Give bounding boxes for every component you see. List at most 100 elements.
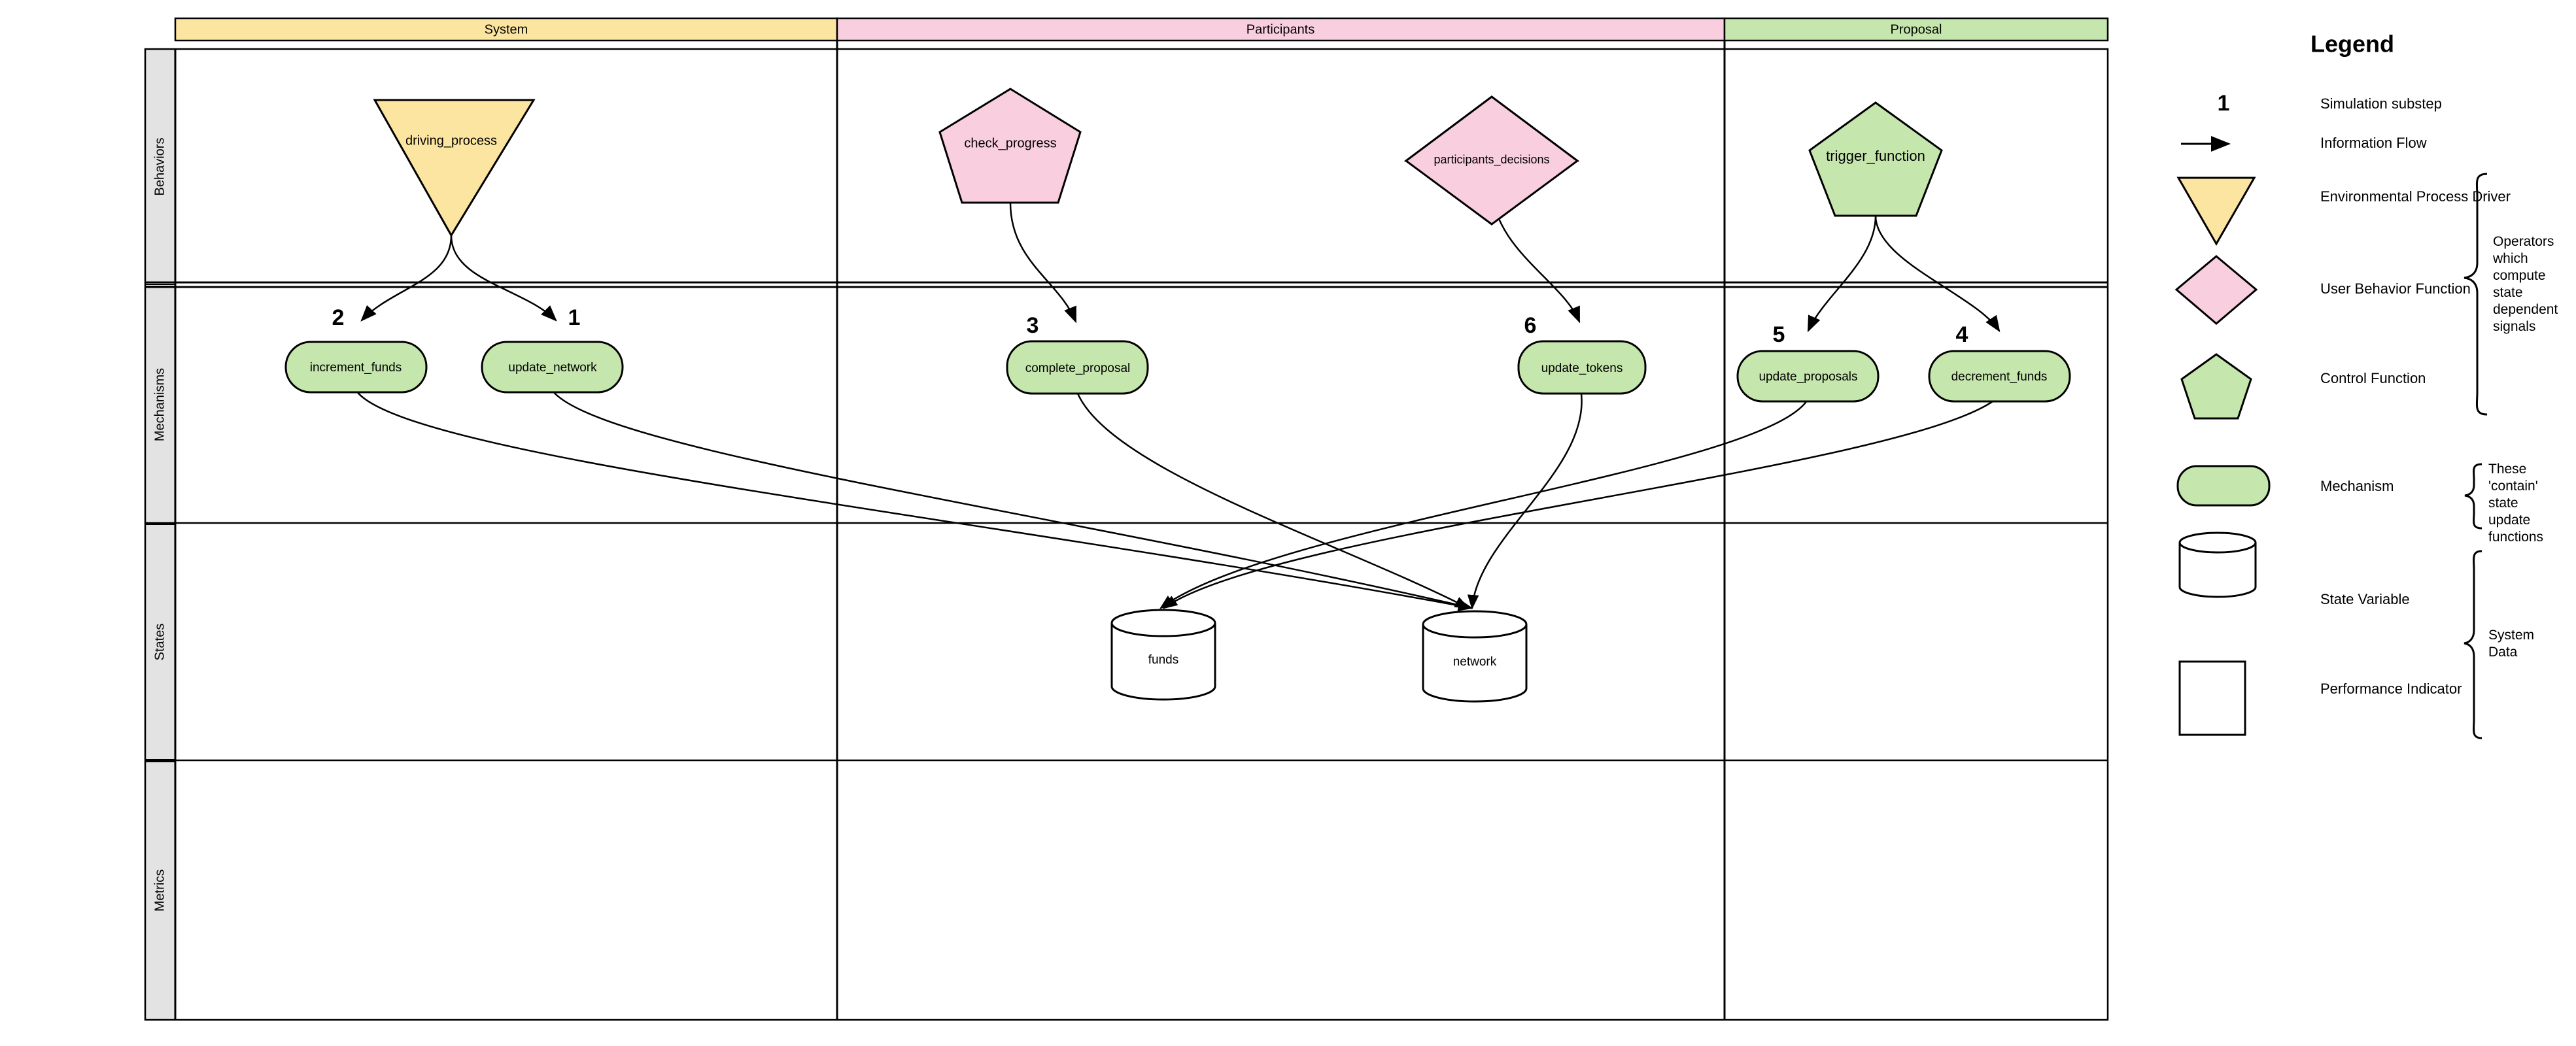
legend-item-mechanism-label: Mechanism: [2320, 478, 2394, 494]
cylinder-top-icon: [1422, 610, 1528, 639]
cylinder-icon: [2178, 543, 2257, 598]
legend-item-user-behavior-function-label: User Behavior Function: [2320, 280, 2471, 297]
row-header-states-label: States: [152, 624, 167, 661]
svg-text:Operators: Operators: [2493, 234, 2554, 249]
column-header-participants: [836, 17, 1726, 42]
pentagon-icon: [1808, 101, 1943, 217]
row-headers: Behaviors Mechanisms States Metrics: [145, 48, 176, 1021]
legend-item-environmental-process-driver-label: Environmental Process Driver: [2320, 188, 2511, 205]
legend-brace-mechanisms: [2464, 463, 2482, 530]
edge-check-progress-to-complete-proposal: [1009, 202, 1077, 324]
legend-item-mechanism: Mechanism: [2176, 465, 2394, 507]
grid: [144, 41, 2109, 1021]
step-number-decrement-funds: 4: [1956, 322, 1968, 347]
diamond-icon-shape: [1404, 95, 1579, 226]
legend-item-control-function-label: Control Function: [2320, 370, 2426, 386]
legend-item-simulation-substep: 1 Simulation substep: [2218, 91, 2442, 116]
legend-brace-mechanisms-text: These 'contain' state update functions: [2488, 462, 2543, 545]
state-node-funds[interactable]: funds: [1110, 609, 1216, 701]
mechanism-node-decrement-funds[interactable]: decrement_funds 4: [1928, 322, 2071, 403]
cylinder-icon: [1110, 623, 1216, 701]
legend-item-user-behavior-function: User Behavior Function: [2174, 255, 2471, 325]
column-header-proposal: [1723, 17, 2109, 42]
edge-complete-proposal-to-network: [1076, 393, 1470, 609]
svg-text:signals: signals: [2493, 319, 2535, 334]
legend-brace-operators-text: Operators which compute state dependent …: [2492, 234, 2558, 334]
mechanism-node-update-network[interactable]: update_network 1: [481, 305, 624, 394]
edge-decrement-funds-to-funds: [1162, 399, 1995, 609]
legend-item-control-function: Control Function: [2180, 353, 2426, 420]
legend-brace-operators: [2464, 173, 2488, 416]
rect-icon: [2178, 660, 2246, 736]
mechanism-node-decrement-funds-label: decrement_funds: [1951, 370, 2048, 384]
triangle-down-icon: [2176, 177, 2256, 246]
svg-text:update: update: [2488, 513, 2530, 528]
rounded-rect-icon: [1736, 350, 1880, 403]
svg-text:'contain': 'contain': [2488, 479, 2538, 494]
legend-substep-number: 1: [2218, 91, 2230, 116]
svg-text:compute: compute: [2493, 268, 2546, 283]
row-header-metrics-label: Metrics: [152, 869, 167, 911]
svg-text:Data: Data: [2488, 645, 2518, 660]
step-number-increment-funds: 2: [332, 305, 345, 330]
row-header-behaviors-label: Behaviors: [152, 138, 167, 196]
mechanism-node-update-tokens[interactable]: update_tokens 6: [1517, 313, 1647, 395]
behavior-node-participants-decisions[interactable]: participants_decisions: [1403, 95, 1580, 226]
mechanism-node-update-network-label: update_network: [508, 361, 597, 375]
legend-item-information-flow: Information Flow: [2181, 135, 2427, 152]
behavior-node-check-progress-label: check_progress: [964, 136, 1056, 150]
rounded-rect-icon: [1517, 340, 1647, 395]
column-header-proposal-label: Proposal: [1891, 22, 1942, 37]
edge-driving-process-to-increment-funds: [360, 235, 453, 322]
column-header-system: [174, 17, 838, 42]
mechanism-node-update-proposals[interactable]: update_proposals 5: [1736, 322, 1880, 403]
legend-title: Legend: [2310, 31, 2394, 58]
svg-text:state: state: [2493, 285, 2523, 300]
state-node-network[interactable]: network: [1422, 610, 1528, 703]
diamond-icon: [2174, 255, 2258, 325]
edge-trigger-function-to-decrement-funds: [1874, 215, 2001, 333]
rounded-rect-icon: [284, 341, 428, 394]
edge-increment-funds-to-network: [355, 390, 1473, 611]
edges-mechanisms-to-states: [355, 390, 1995, 611]
legend-brace-system-data-text: System Data: [2488, 628, 2534, 660]
legend-item-state-variable: State Variable: [2178, 531, 2410, 607]
rounded-rect-icon: [1006, 340, 1149, 395]
step-number-update-proposals: 5: [1773, 322, 1785, 347]
behavior-node-driving-process-label: driving_process: [405, 133, 497, 148]
legend-item-information-flow-label: Information Flow: [2320, 135, 2427, 151]
edge-update-proposals-to-funds: [1159, 398, 1810, 609]
behavior-node-trigger-function-label: trigger_function: [1826, 148, 1925, 164]
triangle-down-icon: [373, 99, 536, 237]
behavior-node-check-progress[interactable]: check_progress: [938, 88, 1082, 204]
cylinder-top-icon: [2178, 531, 2257, 554]
behavior-node-trigger-function[interactable]: trigger_function: [1808, 101, 1943, 217]
svg-text:These: These: [2488, 462, 2526, 477]
edge-update-network-to-network: [552, 390, 1473, 611]
step-number-complete-proposal: 3: [1027, 313, 1039, 338]
edge-update-tokens-to-network: [1467, 393, 1583, 610]
legend-item-simulation-substep-label: Simulation substep: [2320, 95, 2442, 112]
rounded-rect-icon: [1928, 350, 2071, 403]
svg-text:dependent: dependent: [2493, 302, 2558, 317]
legend-item-environmental-process-driver: Environmental Process Driver: [2176, 177, 2511, 246]
behavior-nodes: driving_process check_progress participa…: [373, 88, 1943, 237]
pentagon-icon: [2180, 353, 2252, 420]
edges-behaviors-to-mechanisms: [360, 184, 2001, 333]
pentagon-icon: [938, 88, 1082, 204]
mechanism-node-increment-funds[interactable]: increment_funds 2: [284, 305, 428, 394]
mechanism-node-complete-proposal[interactable]: complete_proposal 3: [1006, 313, 1149, 395]
column-headers: System Participants Proposal: [174, 17, 2109, 42]
state-node-funds-label: funds: [1148, 653, 1178, 667]
state-node-network-label: network: [1453, 655, 1497, 669]
column-header-participants-label: Participants: [1246, 22, 1315, 37]
column-header-system-label: System: [485, 22, 528, 37]
svg-text:System: System: [2488, 628, 2534, 643]
svg-text:which: which: [2492, 251, 2528, 266]
mechanism-node-update-tokens-label: update_tokens: [1541, 362, 1623, 375]
svg-text:functions: functions: [2488, 530, 2543, 545]
legend-item-performance-indicator-label: Performance Indicator: [2320, 681, 2462, 697]
state-nodes: funds network: [1110, 609, 1528, 703]
behavior-node-driving-process[interactable]: driving_process: [373, 99, 536, 237]
